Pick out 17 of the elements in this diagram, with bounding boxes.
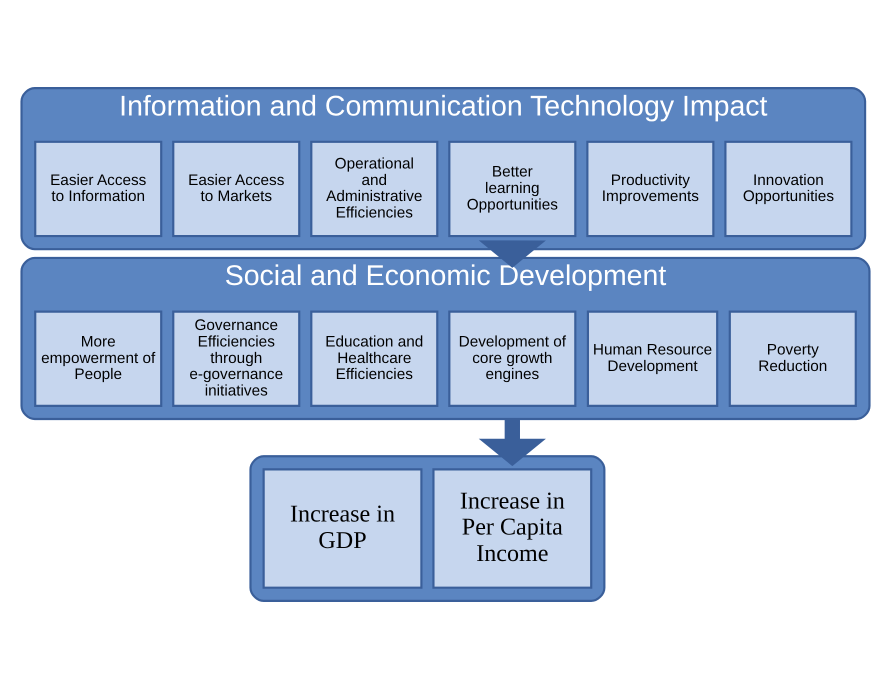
node-box: Operational and Administrative Efficiencies: [310, 140, 438, 238]
node-box: Education and Healthcare Efficiencies: [310, 310, 438, 407]
node-box: Increase in GDP: [262, 468, 422, 589]
node-box: More empowerment of People: [34, 310, 162, 407]
node-box: Productivity Improvements: [586, 140, 714, 238]
node-box: Increase in Per Capita Income: [432, 468, 592, 589]
cluster: [249, 455, 606, 602]
node-box: Easier Access to Information: [34, 140, 162, 238]
node-box: Better learning Opportunities: [448, 140, 576, 238]
node-box: Development of core growth engines: [448, 310, 576, 407]
node-box: Poverty Reduction: [728, 310, 857, 407]
node-box: Easier Access to Markets: [172, 140, 300, 238]
node-box: Human Resource Development: [586, 310, 718, 407]
arrow: [478, 419, 546, 466]
node-box: Innovation Opportunities: [724, 140, 852, 238]
node-box: Governance Efficiencies through e-governance initiatives: [172, 310, 300, 407]
arrow: [478, 240, 546, 268]
